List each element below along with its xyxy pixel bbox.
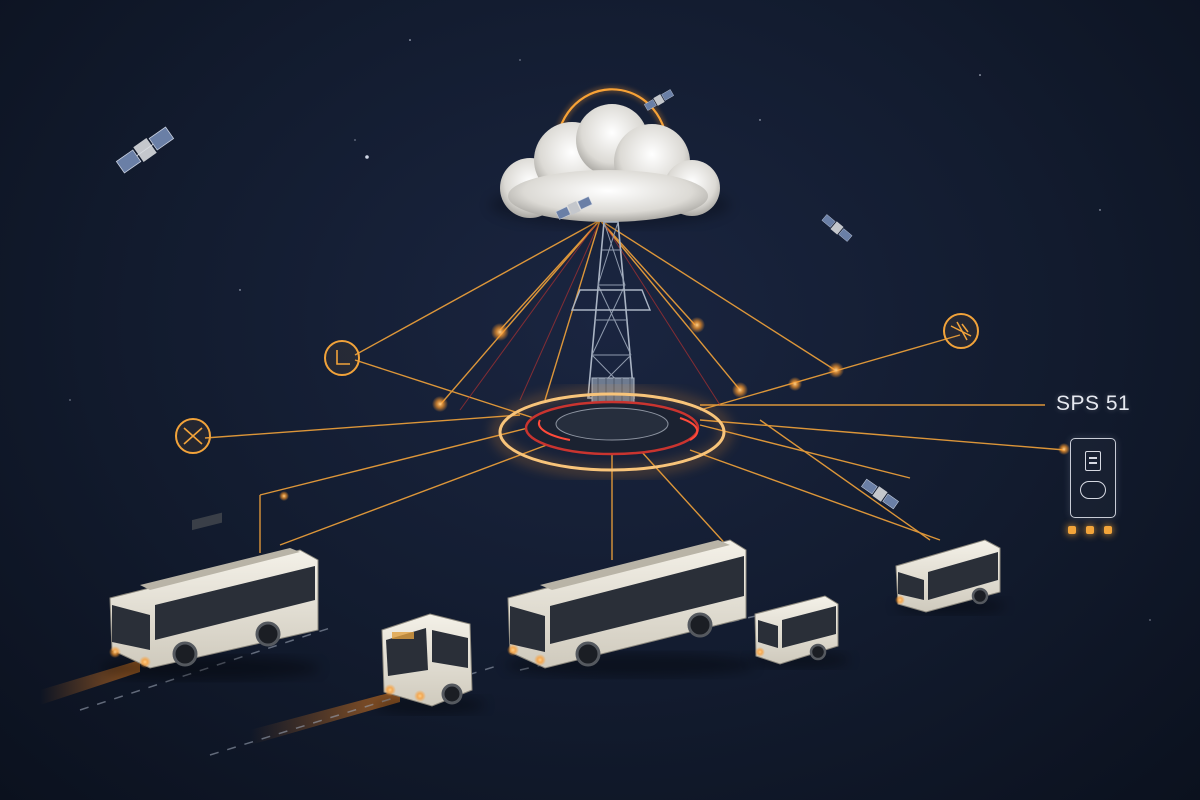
device-panel: [1070, 438, 1116, 518]
bus-2: [375, 613, 485, 714]
cloud-icon: [490, 104, 730, 227]
status-dot: [1068, 526, 1076, 534]
stars: [69, 39, 1151, 621]
satellite-icon: [115, 126, 175, 174]
bus-3: [505, 539, 755, 677]
status-dot: [1104, 526, 1112, 534]
base-station-ring: [492, 387, 732, 477]
bus-4: [750, 595, 850, 668]
cloud-sync-icon: [1080, 481, 1106, 499]
document-icon: [1085, 451, 1101, 471]
hud-label: SPS 51: [1056, 392, 1131, 415]
signal-node-icon: [943, 313, 979, 349]
bus-5: [895, 539, 1005, 614]
satellite-icon: [861, 478, 899, 510]
satellite-icon: [555, 196, 593, 220]
gps-target-icon: [324, 340, 360, 376]
cross-node-icon: [175, 418, 211, 454]
junction-glows: [279, 317, 1070, 501]
status-dot: [1086, 526, 1094, 534]
satellite-icon: [821, 214, 853, 242]
red-signal-lines: [459, 224, 721, 411]
satellite-icon: [643, 89, 675, 111]
device-status-dots: [1068, 526, 1112, 534]
bus-1: [100, 512, 320, 680]
